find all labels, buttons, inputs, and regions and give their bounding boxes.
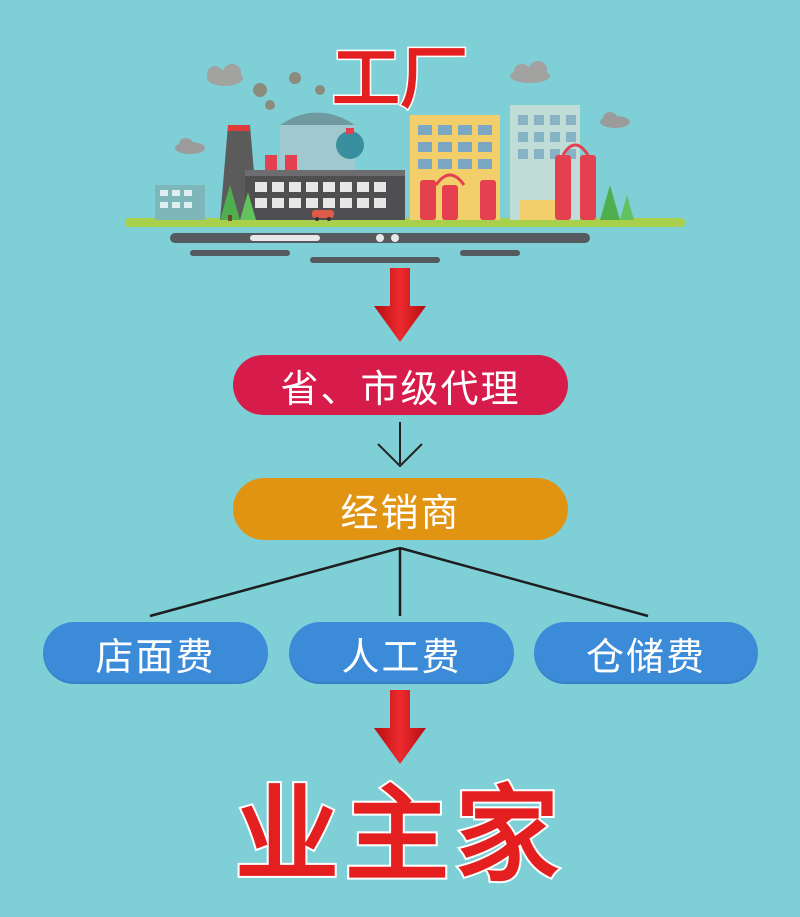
factory-title: 工厂	[330, 39, 469, 121]
cloud-icon	[207, 64, 243, 86]
smoke-icon	[253, 72, 325, 110]
homeowner-title: 业主家	[233, 773, 565, 897]
branch-lines	[149, 546, 649, 618]
cloud-icon	[510, 61, 550, 83]
cloud-icon	[600, 112, 630, 128]
down-arrow-icon	[374, 268, 426, 342]
thin-down-arrow-icon	[377, 422, 423, 468]
cost-node-labor: 人工费	[289, 622, 514, 684]
dealer-node: 经销商	[233, 478, 568, 540]
cloud-icon	[175, 138, 205, 154]
cost-node-storefront: 店面费	[43, 622, 268, 684]
agent-node: 省、市级代理	[233, 355, 568, 415]
cost-node-storage: 仓储费	[534, 622, 758, 684]
factory-illustration	[125, 61, 685, 263]
down-arrow-icon	[374, 690, 426, 764]
